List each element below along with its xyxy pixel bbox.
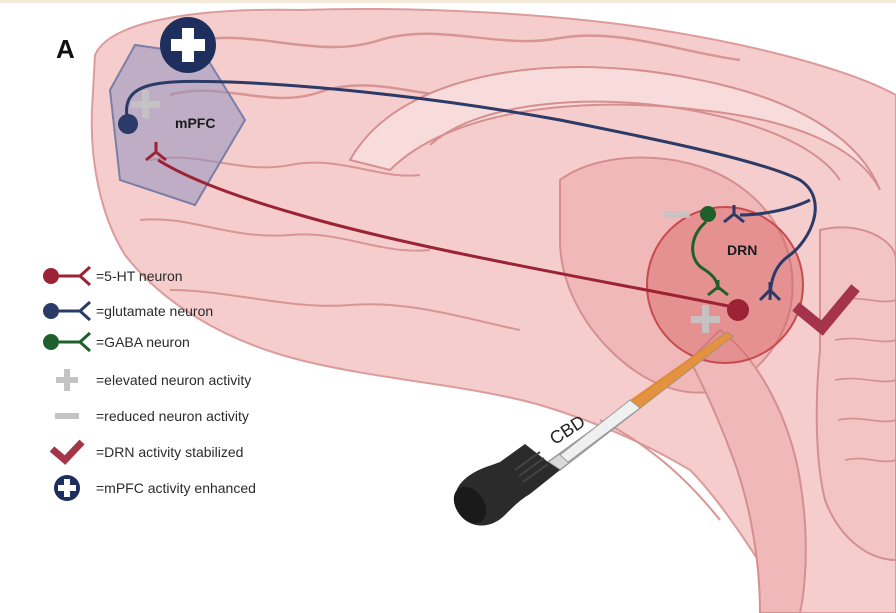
legend-text: =DRN activity stabilized (96, 444, 243, 460)
legend-item-elevated: =elevated neuron activity (38, 367, 251, 393)
glutamate-neuron-icon (38, 298, 96, 324)
mpfc-enhanced-badge (160, 17, 216, 73)
glutamate-soma (118, 114, 138, 134)
legend-item-gaba: =GABA neuron (38, 329, 190, 355)
drn-reduced-indicator (664, 211, 690, 218)
panel-label: A (56, 34, 75, 65)
checkmark-icon (38, 439, 96, 465)
serotonin-neuron-icon (38, 263, 96, 289)
legend-item-enhanced: =mPFC activity enhanced (38, 475, 256, 501)
serotonin-soma (727, 299, 749, 321)
legend-text: =reduced neuron activity (96, 408, 249, 424)
legend-text: =glutamate neuron (96, 303, 213, 319)
legend-text: =mPFC activity enhanced (96, 480, 256, 496)
minus-icon (38, 403, 96, 429)
top-border (0, 0, 896, 3)
legend-text: =elevated neuron activity (96, 372, 251, 388)
plus-icon (38, 367, 96, 393)
legend-item-stabilized: =DRN activity stabilized (38, 439, 243, 465)
mpfc-label: mPFC (175, 115, 215, 131)
legend-item-serotonin: =5-HT neuron (38, 263, 183, 289)
gaba-neuron-icon (38, 329, 96, 355)
legend-item-glutamate: =glutamate neuron (38, 298, 213, 324)
legend-text: =GABA neuron (96, 334, 190, 350)
legend-text: =5-HT neuron (96, 268, 183, 284)
drn-label: DRN (727, 242, 757, 258)
legend-item-reduced: =reduced neuron activity (38, 403, 249, 429)
plus-circle-icon (38, 475, 96, 501)
